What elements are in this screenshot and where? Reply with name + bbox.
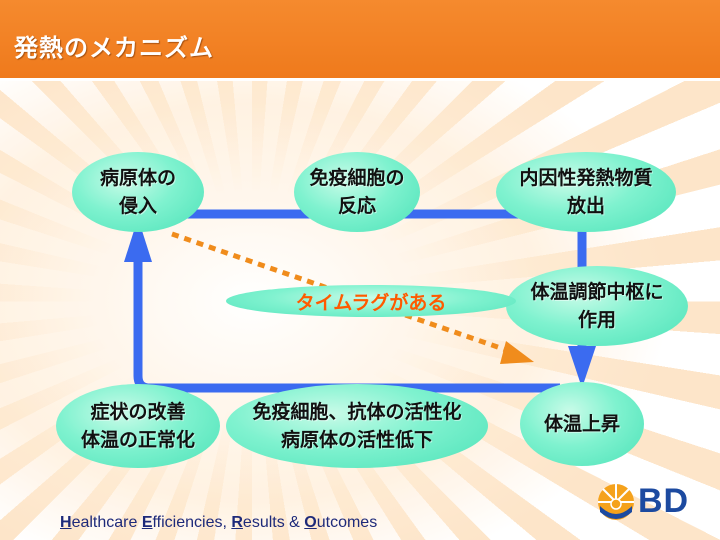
- bd-logo-text: BD: [638, 482, 690, 520]
- node-temperature-rise: 体温上昇: [520, 382, 644, 466]
- footer-word-1: ealthcare: [71, 514, 142, 531]
- footer-word-3: esults &: [242, 514, 305, 531]
- title-bar: [0, 0, 720, 78]
- slide-title: 発熱のメカニズム: [14, 34, 214, 62]
- footer-word-2: fficiencies,: [152, 514, 232, 531]
- footer-cap-h: H: [60, 514, 72, 531]
- footer-cap-r: R: [231, 514, 243, 531]
- bd-logo: BD: [596, 480, 706, 524]
- time-lag-arrow-line: [171, 231, 513, 355]
- footer-tagline: Healthcare Efficiencies, Results & Outco…: [60, 514, 377, 532]
- loop-arrow-bottom: [133, 258, 560, 393]
- footer-cap-e: E: [141, 514, 153, 531]
- arrowhead-down-to-temp-rise: [568, 346, 596, 388]
- time-lag-arrowhead: [500, 341, 534, 364]
- node-immune-activation: 免疫細胞、抗体の活性化 病原体の活性低下: [226, 384, 488, 468]
- node-immune-cell-reaction: 免疫細胞の 反応: [294, 152, 420, 232]
- title-divider: [0, 78, 720, 81]
- loop-arrow-top: [150, 209, 587, 350]
- node-symptom-recovery: 症状の改善 体温の正常化: [56, 384, 220, 468]
- node-thermoregulatory-center: 体温調節中枢に 作用: [506, 266, 688, 346]
- footer-cap-o: O: [304, 514, 317, 531]
- time-lag-label: タイムラグがある: [226, 285, 516, 317]
- footer-word-4: utcomes: [316, 514, 378, 531]
- node-pyrogen-release: 内因性発熱物質 放出: [496, 152, 676, 232]
- node-pathogen-invasion: 病原体の 侵入: [72, 152, 204, 232]
- bd-sunburst-icon: [598, 484, 634, 520]
- arrowhead-up-to-invasion: [124, 218, 152, 262]
